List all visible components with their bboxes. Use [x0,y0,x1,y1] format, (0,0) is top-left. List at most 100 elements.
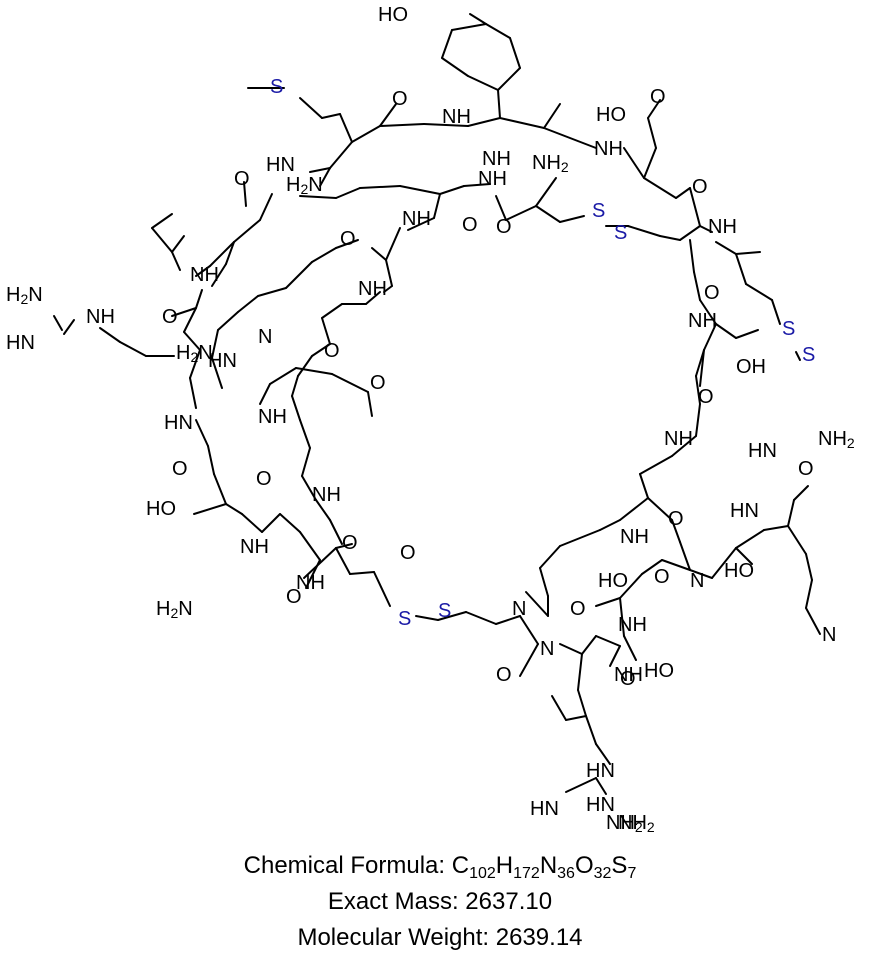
bond-line [559,643,583,655]
atom-label: HN [164,412,193,434]
atom-label: HO [146,498,176,520]
sulfur-atom-label: S [592,200,605,222]
bond-lines [53,13,821,795]
bond-line [415,615,439,621]
formula-value: C102H172N36O32S7 [452,852,637,882]
atom-label: HN [266,154,295,176]
bond-line [311,343,331,357]
bond-line [519,615,539,645]
bond-line [329,141,353,169]
bond-line [383,285,393,293]
bond-line [699,349,705,387]
bond-line [183,331,201,351]
bond-line [193,503,227,515]
bond-line [585,715,597,745]
bond-line [295,367,333,375]
bond-line [745,283,773,301]
bond-line [259,193,273,221]
bond-line [301,447,311,477]
atom-label: NH [258,406,287,428]
atom-label: O [496,216,512,238]
bond-line [99,327,121,343]
bond-line [441,57,469,77]
bond-line [183,307,197,333]
atom-label: HO [644,660,674,682]
atom-label: NH [402,208,431,230]
bond-line [433,193,441,219]
bond-line [423,123,469,127]
bond-line [259,383,271,405]
bond-line [315,499,331,521]
exact-mass: Exact Mass: 2637.10 [0,888,880,916]
bond-line [371,247,387,261]
atom-label: N [512,598,526,620]
chemical-formula: Chemical Formula: C102H172N36O32S7 [0,852,880,882]
bond-line [609,645,621,667]
atom-label: O [342,532,358,554]
bond-line [495,195,507,221]
bond-line [291,375,299,397]
bond-line [715,241,737,255]
bond-line [437,611,467,621]
bond-line [699,299,717,325]
atom-label: NH [190,264,219,286]
atom-label: NH [688,310,717,332]
atom-label: HN [586,760,615,782]
atom-label: O [256,468,272,490]
bond-line [535,177,557,207]
atom-label: NH [708,216,737,238]
bond-line [451,23,487,31]
bond-line [367,391,373,417]
bond-line [793,485,809,501]
bond-line [695,375,701,405]
atom-label: O [286,586,302,608]
bond-line [209,241,235,267]
bond-line [195,289,203,309]
bond-line [647,99,661,119]
bond-line [359,185,401,189]
atom-label: HN [748,440,777,462]
bond-line [795,351,801,361]
bond-line [643,177,677,199]
sulfur-atom-label: S [398,608,411,630]
formula-element: H [495,852,514,879]
bond-line [211,263,227,287]
bond-line [505,205,537,221]
bond-line [565,715,587,721]
bond-line [647,497,673,521]
bond-line [565,777,597,793]
bond-line [805,579,813,609]
bond-line [559,215,585,223]
atom-label: NH2 [818,428,855,451]
atom-label: O [570,598,586,620]
molecular-weight: Molecular Weight: 2639.14 [0,924,880,952]
bond-line [285,261,313,289]
bond-line [543,103,561,129]
bond-line [661,559,691,571]
bond-line [321,317,331,345]
bond-line [639,455,673,475]
atom-label: O [172,458,188,480]
bond-line [543,127,597,149]
bond-line [485,23,511,39]
bond-line [699,225,713,233]
bond-line [577,653,583,691]
bond-line [171,307,197,317]
bond-line [309,167,331,173]
atom-label: O [698,386,714,408]
bond-line [261,513,281,533]
atom-label: NH [482,148,511,170]
sulfur-atom-label: S [270,76,283,98]
bond-line [619,597,625,637]
bond-line [735,529,765,549]
bond-line [257,287,287,297]
bond-line [241,513,263,533]
bond-line [763,525,789,531]
molecular-weight-value: 2639.14 [495,924,583,951]
bond-line [321,303,343,319]
bond-line [379,103,397,127]
atom-label: N [690,570,704,592]
bond-line [291,395,301,421]
bond-line [735,547,753,565]
bond-line [311,247,337,263]
